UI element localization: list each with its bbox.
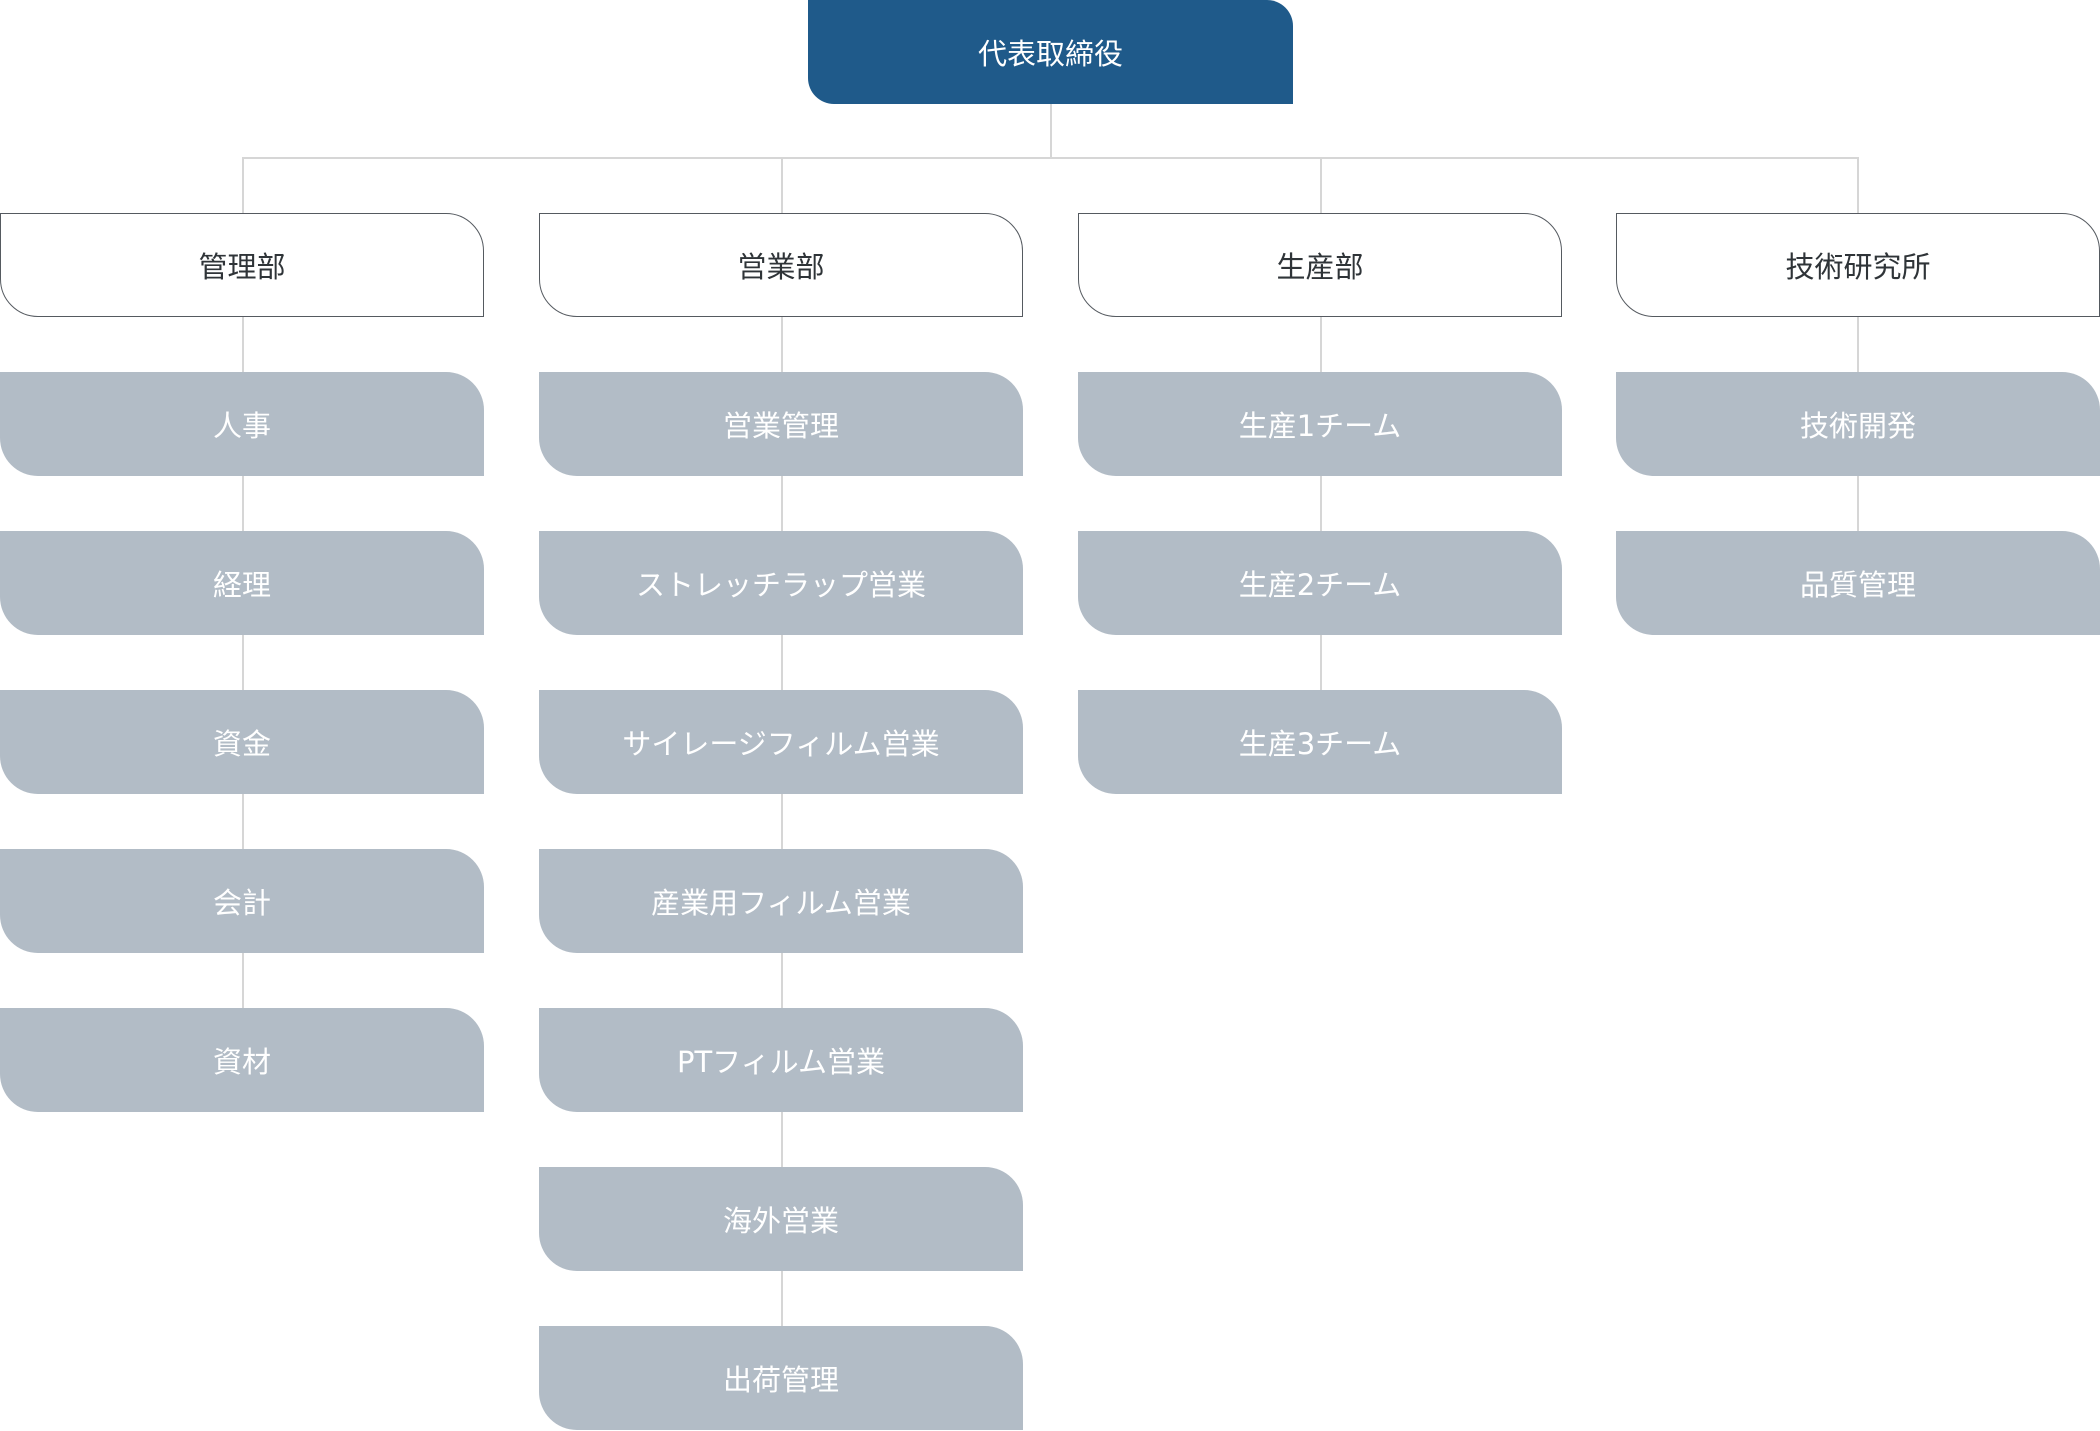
- connector-col-2: [781, 317, 783, 1329]
- section-label: サイレージフィルム営業: [622, 727, 940, 761]
- section-label: 生産1チーム: [1238, 409, 1402, 443]
- connector-dept-3: [1320, 157, 1322, 213]
- department-label: 管理部: [198, 250, 286, 284]
- section-label: 産業用フィルム営業: [651, 886, 911, 920]
- section-label: 品質管理: [1799, 568, 1916, 602]
- section-box: 産業用フィルム営業: [539, 849, 1023, 953]
- ceo-box: 代表取締役: [808, 0, 1293, 104]
- department-box-research: 技術研究所: [1616, 213, 2100, 317]
- department-label: 生産部: [1276, 250, 1364, 284]
- section-box: 技術開発: [1616, 372, 2100, 476]
- section-box: 出荷管理: [539, 1326, 1023, 1430]
- section-label: 生産2チーム: [1238, 568, 1402, 602]
- ceo-label: 代表取締役: [977, 37, 1123, 71]
- section-box: 資材: [0, 1008, 484, 1112]
- section-box: 営業管理: [539, 372, 1023, 476]
- section-label: ストレッチラップ営業: [635, 568, 926, 602]
- section-box: PTフィルム営業: [539, 1008, 1023, 1112]
- section-label: 出荷管理: [722, 1363, 839, 1397]
- section-box: 生産3チーム: [1078, 690, 1562, 794]
- connector-dept-2: [781, 157, 783, 213]
- section-label: 海外営業: [722, 1204, 839, 1238]
- section-box: 海外営業: [539, 1167, 1023, 1271]
- connector-dept-1: [242, 157, 244, 213]
- section-box: 資金: [0, 690, 484, 794]
- section-box: 経理: [0, 531, 484, 635]
- section-label: PTフィルム営業: [676, 1045, 886, 1079]
- section-label: 資金: [212, 727, 271, 761]
- section-box: 品質管理: [1616, 531, 2100, 635]
- section-box: 生産1チーム: [1078, 372, 1562, 476]
- section-box: 人事: [0, 372, 484, 476]
- section-box: サイレージフィルム営業: [539, 690, 1023, 794]
- department-label: 技術研究所: [1785, 250, 1931, 284]
- section-label: 経理: [212, 568, 271, 602]
- connector-col-3: [1320, 317, 1322, 741]
- department-label: 営業部: [737, 250, 825, 284]
- section-box: ストレッチラップ営業: [539, 531, 1023, 635]
- connector-dept-4: [1857, 157, 1859, 213]
- section-label: 技術開発: [1799, 409, 1916, 443]
- section-label: 生産3チーム: [1238, 727, 1402, 761]
- connector-horizontal-bus: [242, 157, 1859, 159]
- connector-top-vertical: [1050, 104, 1052, 158]
- section-label: 会計: [212, 886, 271, 920]
- department-box-sales: 営業部: [539, 213, 1023, 317]
- section-box: 会計: [0, 849, 484, 953]
- section-label: 営業管理: [722, 409, 839, 443]
- department-box-admin: 管理部: [0, 213, 484, 317]
- section-label: 人事: [212, 409, 271, 443]
- department-box-production: 生産部: [1078, 213, 1562, 317]
- section-label: 資材: [212, 1045, 271, 1079]
- connector-col-1: [242, 317, 244, 1058]
- section-box: 生産2チーム: [1078, 531, 1562, 635]
